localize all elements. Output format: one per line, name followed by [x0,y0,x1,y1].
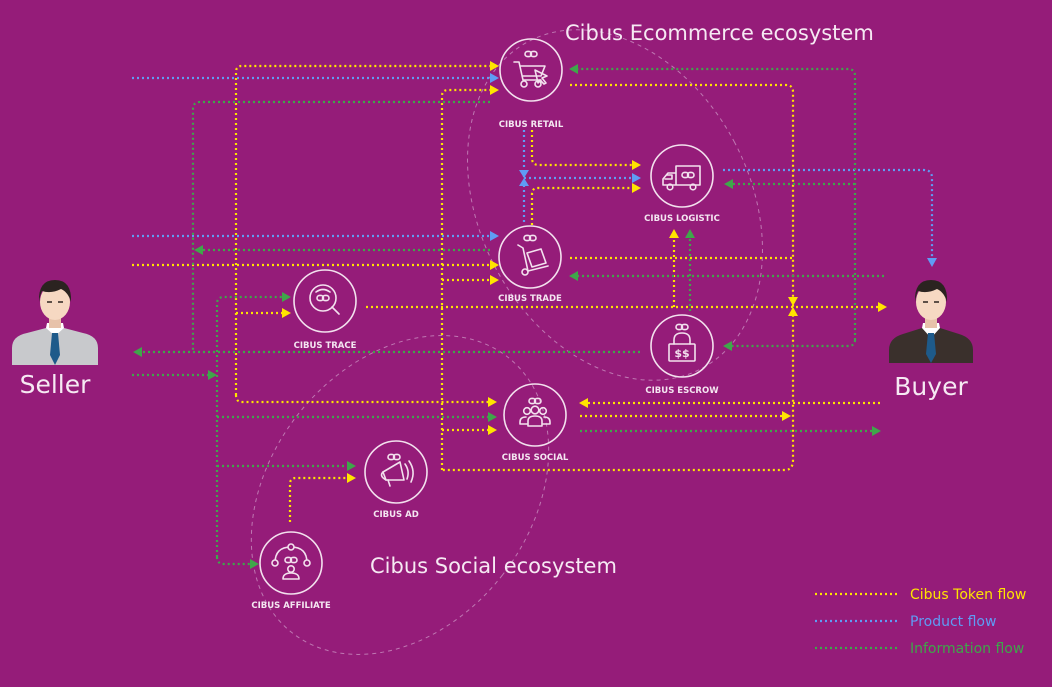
arrow-head [569,64,578,74]
arrow-head [347,473,356,483]
arrow-head [250,559,259,569]
arrow-head [632,160,641,170]
buyer-avatar-icon [889,280,973,363]
actor-buyer[interactable]: Buyer [889,280,973,401]
arrow-head [490,231,499,241]
arrow-head [490,61,499,71]
legend-label-product: Product flow [910,614,996,630]
arrow-head [669,229,679,238]
token-flow-affiliate-ad [288,476,347,522]
node-label-ad: CIBUS AD [373,510,419,520]
token-flow-seller-retail [234,64,490,395]
node-cibus-affiliate[interactable]: CIBUS AFFILIATE [251,531,331,611]
arrow-head [632,183,641,193]
arrow-head [133,347,142,357]
svg-text:$$: $$ [674,347,689,360]
arrow-head [723,341,732,351]
arrow-head [788,307,798,316]
product-flow-logistic-buyer [723,168,934,258]
node-label-trade: CIBUS TRADE [498,294,562,304]
legend: Cibus Token flow Product flow Informatio… [815,587,1026,657]
arrow-head [878,302,887,312]
legend-label-token: Cibus Token flow [910,587,1026,603]
flows [132,61,937,569]
arrow-head [488,412,497,422]
node-cibus-retail[interactable]: CIBUS RETAIL [499,38,564,130]
ecommerce-ecosystem-title: Cibus Ecommerce ecosystem [565,21,874,45]
node-label-affiliate: CIBUS AFFILIATE [251,601,331,611]
legend-label-info: Information flow [910,641,1024,657]
node-label-social: CIBUS SOCIAL [502,453,569,463]
arrow-head [488,397,497,407]
arrow-head [282,292,291,302]
seller-avatar-icon [12,280,98,365]
node-cibus-ad[interactable]: CIBUS AD [364,440,428,520]
arrow-head [490,275,499,285]
node-cibus-social[interactable]: CIBUS SOCIAL [502,383,569,463]
social-ecosystem-boundary [250,335,550,655]
arrow-head [569,271,578,281]
arrow-head [488,425,497,435]
buyer-label: Buyer [894,372,968,401]
people-group-icon [519,397,551,427]
arrow-head [490,85,499,95]
info-flow-buyer-retail [578,67,857,340]
megaphone-icon [380,453,414,487]
magnifier-icon [309,284,340,315]
node-cibus-trade[interactable]: CIBUS TRADE [498,225,562,304]
arrow-head [927,258,937,267]
legend-item-info: Information flow [815,641,1024,657]
info-flow-retail-seller [191,100,490,352]
arrow-head [347,461,356,471]
arrow-head [632,173,641,183]
node-cibus-trace[interactable]: CIBUS TRACE [293,269,357,351]
token-flow-retail-logistic [530,130,632,167]
arrow-head [282,308,291,318]
arrow-head [519,170,529,178]
token-flow-to-social-top [234,394,488,404]
node-label-retail: CIBUS RETAIL [499,120,564,130]
token-flow-trade-logistic [530,186,632,225]
seller-label: Seller [20,370,92,399]
arrow-head [579,398,588,408]
node-label-logistic: CIBUS LOGISTIC [644,214,720,224]
arrow-head [782,411,791,421]
node-label-escrow: CIBUS ESCROW [645,386,719,396]
arrow-head [490,73,499,83]
arrow-head [872,426,881,436]
actor-seller[interactable]: Seller [12,280,98,399]
arrow-head [519,178,529,186]
shopping-cart-icon [513,50,548,88]
ecommerce-ecosystem-boundary [467,29,763,381]
social-ecosystem-title: Cibus Social ecosystem [370,554,617,578]
token-flow-retail-right [442,83,795,472]
info-flow-to-affiliate [215,556,250,566]
legend-item-token: Cibus Token flow [815,587,1026,603]
hand-truck-icon [517,234,549,276]
arrow-head [788,297,798,306]
arrow-head [724,179,733,189]
arrow-head [208,370,217,380]
padlock-dollar-icon: $$ [668,323,696,362]
network-user-icon [271,543,311,580]
node-cibus-logistic[interactable]: CIBUS LOGISTIC [644,144,720,224]
info-flow-trunk [215,295,282,557]
node-label-trace: CIBUS TRACE [294,341,357,351]
node-cibus-escrow[interactable]: $$ CIBUS ESCROW [645,314,719,396]
arrow-head [194,245,203,255]
arrow-head [490,260,499,270]
arrow-head [685,229,695,238]
legend-item-product: Product flow [815,614,996,630]
delivery-truck-icon [662,165,701,191]
info-flow-buyer-escrow [732,339,857,348]
